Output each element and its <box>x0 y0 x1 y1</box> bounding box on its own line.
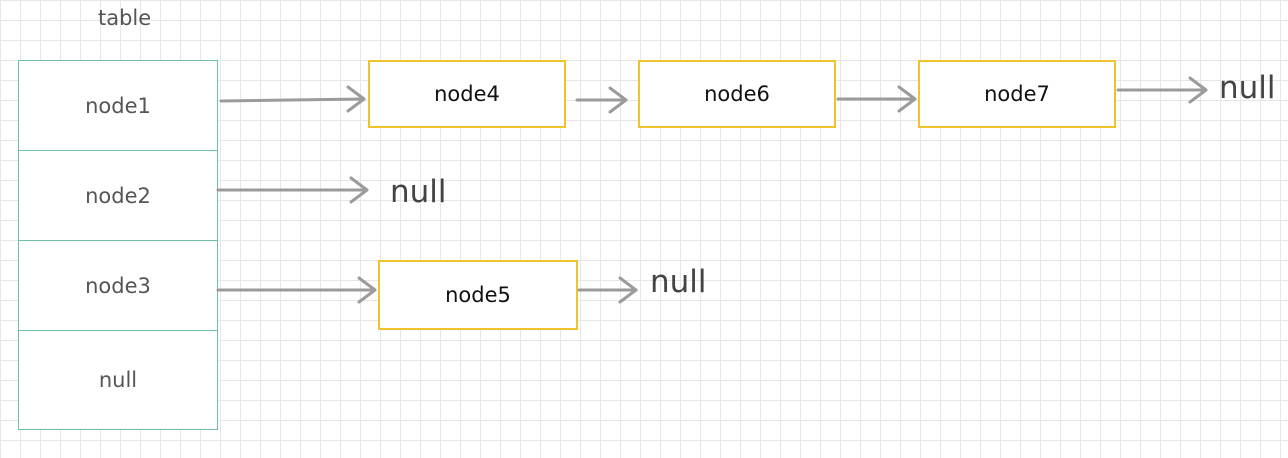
hash-table: node1 node2 node3 null <box>18 60 218 430</box>
list-node-node6: node6 <box>638 60 836 128</box>
arrow-node2-to-null <box>216 176 369 204</box>
null-terminator-node7: null <box>1219 70 1276 106</box>
arrow-node3-to-node5 <box>216 276 377 304</box>
null-terminator-node5: null <box>650 264 707 300</box>
arrow-node7-to-null <box>1116 76 1208 104</box>
arrow-node1-to-node4 <box>219 85 366 113</box>
table-title: table <box>98 6 152 30</box>
arrow-node6-to-node7 <box>836 85 917 113</box>
null-terminator-node2: null <box>390 174 447 210</box>
arrow-node5-to-null <box>577 276 638 304</box>
table-slot-node1: node1 <box>19 61 217 151</box>
list-node-node5: node5 <box>378 260 578 330</box>
table-slot-null: null <box>98 368 138 392</box>
table-slot-node2: node2 <box>19 151 217 241</box>
list-node-node4: node4 <box>368 60 566 128</box>
list-node-node7: node7 <box>918 60 1116 128</box>
arrow-node4-to-node6 <box>575 86 628 114</box>
table-slot-node3: node3 <box>19 241 217 331</box>
